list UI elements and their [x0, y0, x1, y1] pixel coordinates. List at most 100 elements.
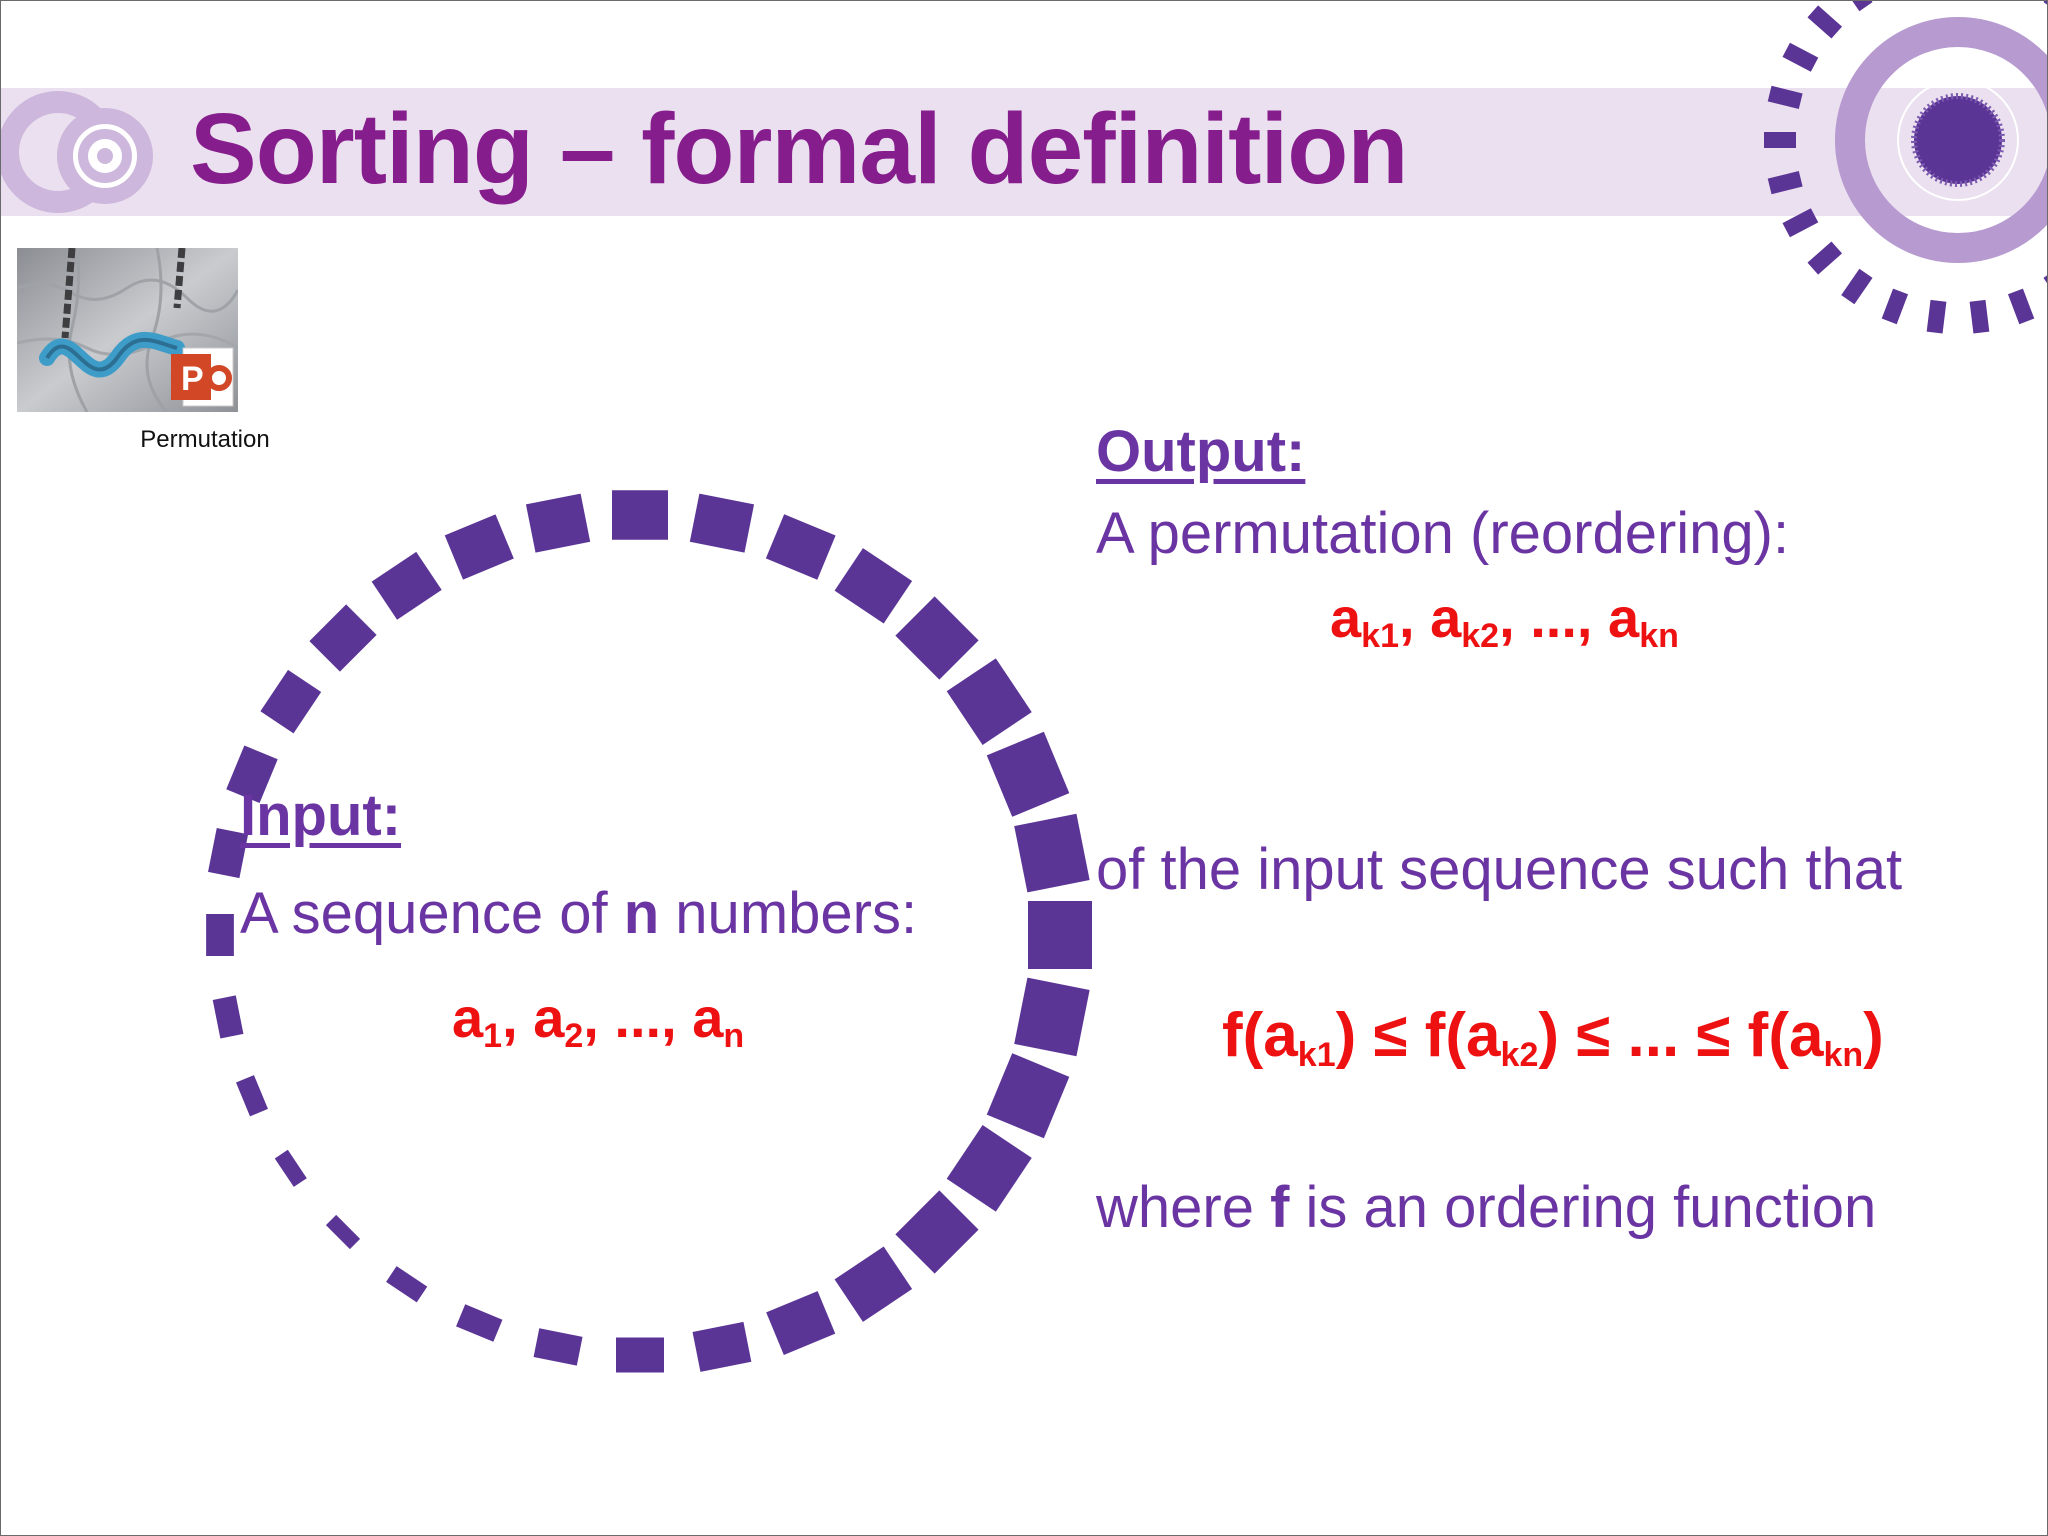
- circle-dash: [274, 1149, 307, 1187]
- circle-dash: [533, 1328, 583, 1366]
- slide-title: Sorting – formal definition: [190, 93, 1408, 205]
- sunburst-dash: [1926, 299, 1947, 334]
- circle-dash: [525, 493, 591, 553]
- circle-dash: [766, 1291, 836, 1355]
- order-subscript: kn: [1823, 1036, 1864, 1074]
- order-term: f(ak2): [1424, 1001, 1560, 1072]
- circle-dash: [1014, 977, 1090, 1057]
- sunburst-dash: [1841, 268, 1873, 305]
- circle-dash: [765, 514, 836, 580]
- input-seq-separator: ,: [502, 986, 534, 1049]
- circle-dash: [895, 596, 979, 680]
- sunburst-dash: [1767, 171, 1803, 195]
- input-seq-base: a: [692, 986, 724, 1049]
- sunburst-dash: [1807, 241, 1843, 275]
- sunburst-dash: [2007, 288, 2035, 325]
- svg-text:P: P: [181, 360, 204, 398]
- circle-dash: [456, 1304, 503, 1342]
- input-line-prefix: A sequence of: [240, 881, 624, 946]
- order-separator: ≤: [1559, 1001, 1628, 1070]
- sunburst-dash: [1807, 5, 1843, 39]
- input-sequence-formula: a1, a2, ..., an: [452, 985, 744, 1053]
- where-suffix: is an ordering function: [1289, 1175, 1877, 1240]
- order-base: f(a: [1424, 1001, 1501, 1070]
- output-seq-subscript: kn: [1639, 617, 1679, 655]
- circle-dash: [309, 604, 377, 672]
- sunburst-dash: [1881, 288, 1909, 325]
- output-sequence-formula: ak1, ak2, ..., akn: [1330, 585, 1679, 653]
- input-seq-term: an: [692, 986, 744, 1053]
- powerpoint-icon: P: [171, 347, 234, 407]
- where-f: f: [1270, 1175, 1290, 1240]
- title-band: [0, 88, 2048, 216]
- input-heading: Input:: [240, 783, 402, 848]
- order-term: f(ak1): [1222, 1001, 1357, 1072]
- ordering-condition-formula: f(ak1) ≤ f(ak2) ≤ ... ≤ f(akn): [1222, 1000, 1884, 1072]
- such-that-text: of the input sequence such that: [1096, 837, 1903, 902]
- order-term: ...: [1627, 1001, 1680, 1070]
- logo-icon: [0, 91, 153, 213]
- input-description: A sequence of n numbers:: [240, 880, 917, 947]
- sunburst-dash: [1782, 208, 1819, 238]
- circle-dash: [946, 658, 1032, 745]
- output-seq-term: ak2: [1430, 586, 1499, 653]
- where-prefix: where: [1096, 1175, 1271, 1240]
- input-seq-subscript: 1: [483, 1017, 503, 1055]
- output-seq-term: akn: [1608, 586, 1679, 653]
- circle-dash: [212, 995, 244, 1039]
- output-seq-base: a: [1608, 586, 1640, 649]
- sunburst-dash: [1969, 299, 1990, 334]
- output-seq-subscript: k2: [1461, 617, 1500, 655]
- where-text: where f is an ordering function: [1096, 1174, 1876, 1241]
- output-heading: Output:: [1096, 419, 1306, 484]
- circle-dash: [260, 669, 322, 734]
- output-seq-separator: ,: [1398, 586, 1431, 649]
- input-seq-subscript: n: [723, 1017, 745, 1055]
- circle-dash: [692, 1321, 752, 1372]
- circle-dash: [444, 514, 514, 580]
- input-seq-subscript: 2: [564, 1017, 584, 1055]
- output-seq-subscript: k1: [1361, 617, 1399, 655]
- order-close: ): [1335, 1001, 1357, 1070]
- order-subscript: k1: [1297, 1036, 1336, 1074]
- circle-dash: [1014, 813, 1090, 893]
- input-seq-separator: ,: [661, 986, 693, 1049]
- output-seq-term: ak1: [1330, 586, 1399, 653]
- circle-dash: [371, 551, 442, 620]
- sunburst-dash: [1851, 0, 1873, 12]
- input-seq-term: a2: [533, 986, 583, 1053]
- input-seq-separator: ,: [583, 986, 615, 1049]
- circle-dash: [986, 1053, 1070, 1139]
- circle-dash: [986, 731, 1070, 817]
- circle-dash: [226, 745, 278, 804]
- corner-sunburst-decoration: [1764, 0, 2048, 334]
- output-seq-separator: ,: [1499, 586, 1531, 649]
- input-seq-base: a: [533, 986, 565, 1049]
- input-seq-term: a1: [452, 986, 502, 1053]
- order-base: f(a: [1222, 1001, 1298, 1070]
- order-close: ): [1863, 1001, 1884, 1070]
- order-term: f(akn): [1747, 1001, 1884, 1072]
- order-separator: ≤: [1356, 1001, 1425, 1070]
- sunburst-dash: [1767, 85, 1803, 109]
- output-seq-term: ...: [1530, 586, 1577, 649]
- circle-dash: [689, 493, 755, 553]
- output-seq-base: a: [1430, 586, 1462, 649]
- order-subscript: k2: [1500, 1036, 1539, 1074]
- output-seq-base: a: [1330, 586, 1362, 649]
- input-line-suffix: numbers:: [659, 881, 918, 946]
- order-close: ): [1538, 1001, 1560, 1070]
- circle-dash: [386, 1266, 428, 1303]
- order-base: f(a: [1747, 1001, 1824, 1070]
- output-description: A permutation (reordering):: [1096, 501, 1790, 566]
- circle-dash: [235, 1075, 268, 1117]
- circle-dash: [325, 1214, 361, 1250]
- thumbnail-caption: Permutation: [140, 426, 270, 453]
- circle-dash: [895, 1190, 979, 1274]
- output-seq-separator: ,: [1576, 586, 1609, 649]
- permutation-thumbnail[interactable]: P: [17, 248, 238, 412]
- input-seq-term: ...: [614, 986, 662, 1049]
- input-line-n: n: [623, 881, 660, 946]
